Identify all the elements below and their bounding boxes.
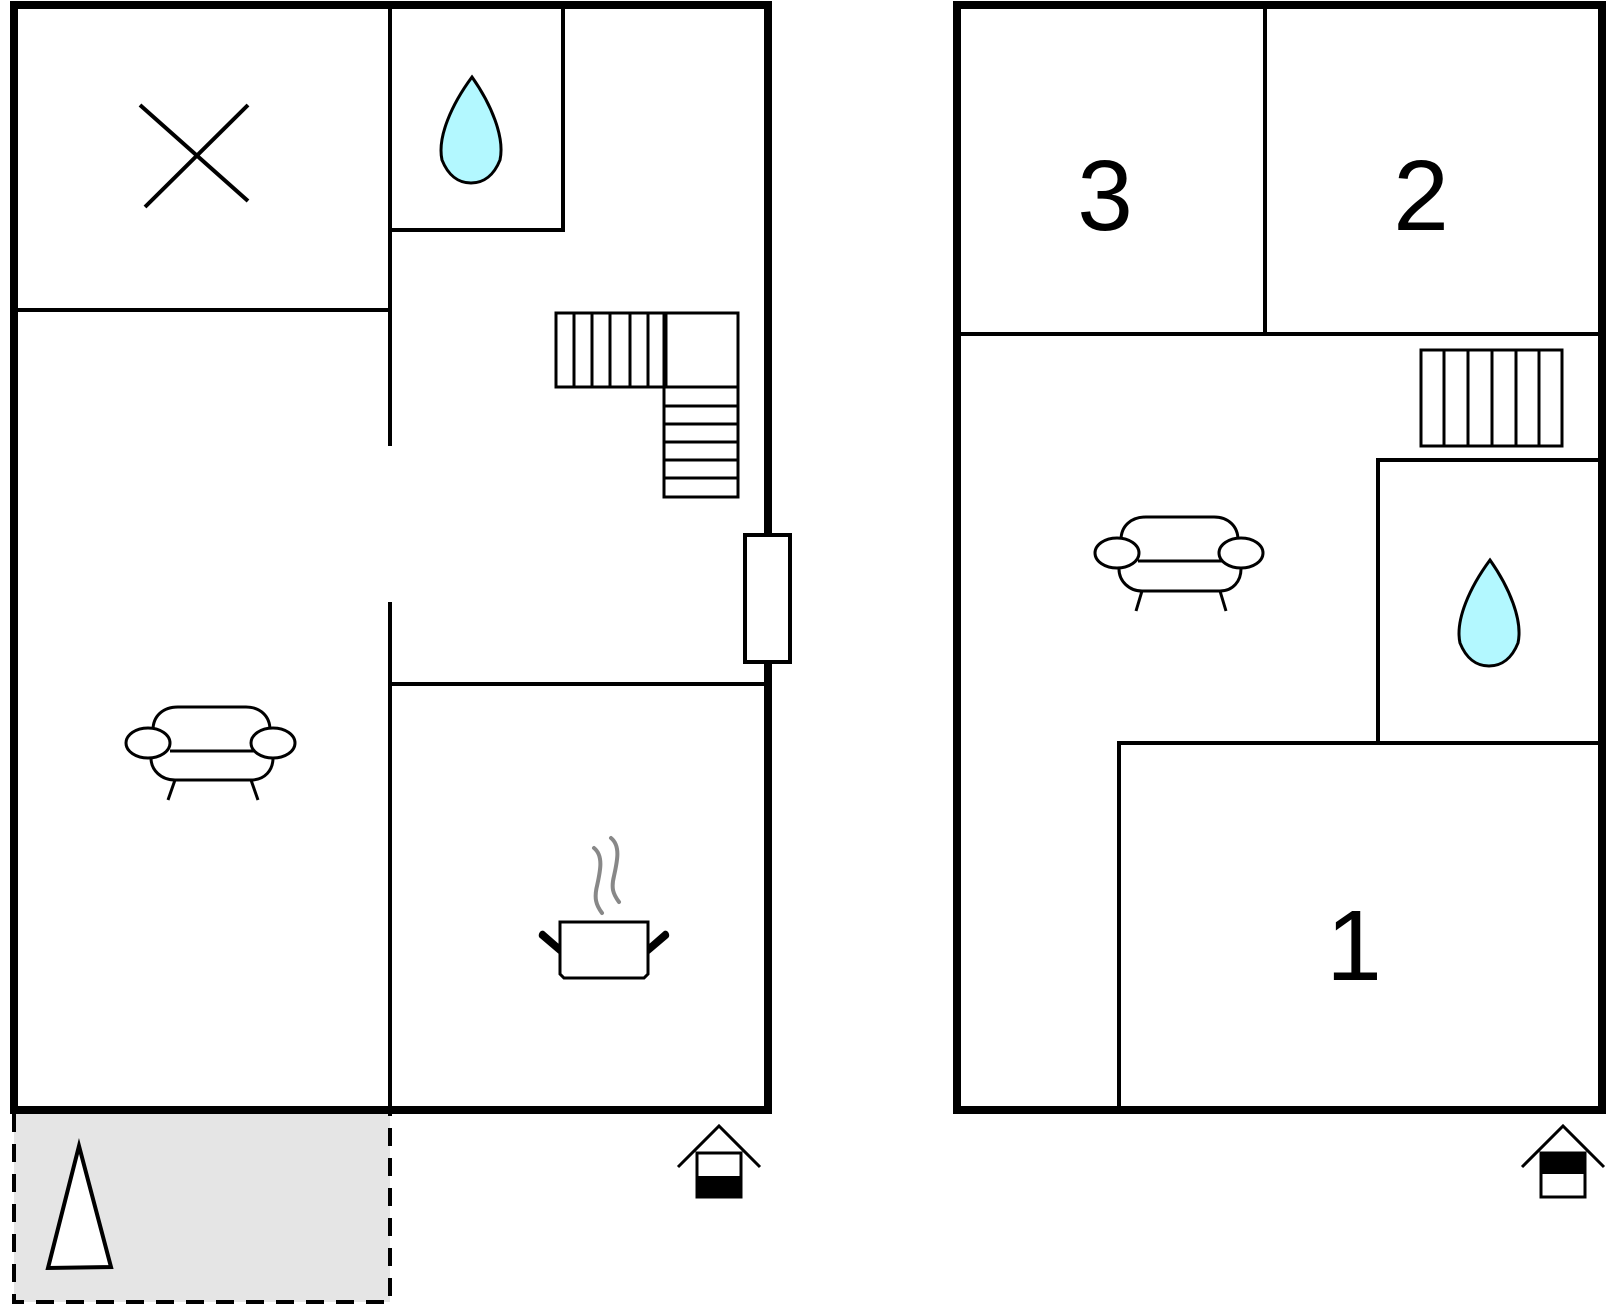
sofa-icon [124, 705, 297, 801]
ground-floor-interior-walls [14, 5, 768, 1110]
water-drop-icon [439, 74, 503, 185]
floor-indicator-ground-icon [676, 1123, 762, 1199]
bedroom-cross-icon [138, 103, 250, 209]
sofa-icon [1093, 515, 1265, 612]
room-2-label: 2 [1393, 140, 1449, 252]
upper-floor: 3 2 1 [953, 1, 1606, 1199]
upper-floor-outer-wall [953, 1, 1606, 1114]
room-1-label: 1 [1326, 890, 1382, 1002]
cooking-pot-icon [538, 836, 670, 980]
stairs-icon [554, 311, 740, 499]
upper-floor-interior-walls [957, 5, 1602, 1110]
room-3-label: 3 [1077, 140, 1133, 252]
floor-indicator-upper-icon [1520, 1123, 1606, 1199]
fireplace-icon [743, 533, 792, 664]
water-drop-icon [1457, 557, 1521, 668]
ground-floor [10, 1, 792, 1304]
terrace-umbrella-icon [45, 1138, 114, 1271]
stairs-icon [1419, 348, 1564, 448]
